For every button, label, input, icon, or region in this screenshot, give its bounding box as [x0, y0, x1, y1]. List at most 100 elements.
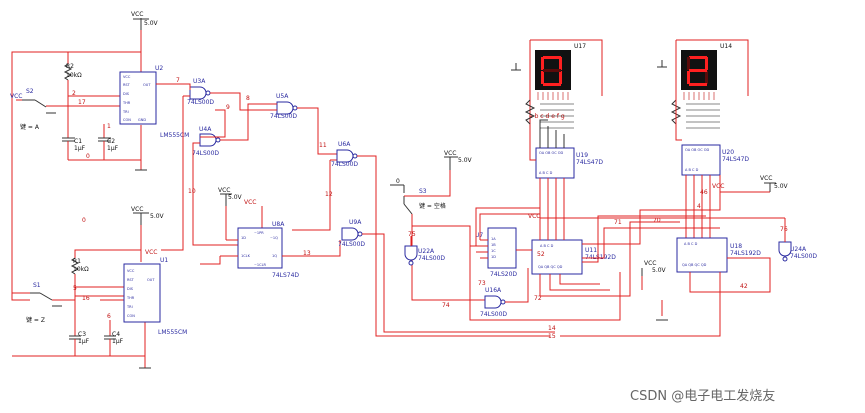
r1-value: 10kΩ [73, 266, 89, 273]
u6a-gate: U6A 74LS00D [331, 141, 550, 337]
net-5: 5 [73, 285, 77, 292]
svg-text:A B C D: A B C D [684, 242, 698, 246]
svg-text:QA QB QC QD: QA QB QC QD [538, 265, 563, 269]
svg-text:1D: 1D [491, 255, 496, 259]
c3-ref: C3 [78, 331, 86, 338]
u19-ref: U19 [576, 152, 588, 159]
s2-key: 键 = A [20, 123, 40, 131]
vcc-label-mid: VCC [131, 206, 143, 213]
net-9: 9 [226, 104, 230, 111]
s3-key: 键 = 空格 [419, 202, 446, 210]
svg-text:1Q: 1Q [272, 254, 277, 258]
u17-seg-a [543, 56, 561, 59]
svg-text:1C: 1C [491, 249, 496, 253]
svg-text:RST: RST [127, 278, 135, 282]
u14-digit: 2 [725, 69, 726, 71]
u7-vcc: VCC [528, 213, 540, 220]
svg-text:1CLK: 1CLK [241, 254, 251, 258]
u14-ref: U14 [720, 43, 732, 50]
u22a-gate: U22A 74LS00D 75 [404, 231, 445, 266]
svg-text:VCC: VCC [127, 269, 135, 273]
net-0-b: 0 [82, 217, 86, 224]
c3-value: 1µF [78, 338, 90, 345]
u24a-gate: U24A 74LS00D 76 [540, 217, 817, 262]
svg-text:THR: THR [122, 101, 131, 105]
u2-chip [119, 71, 157, 125]
u19-pins-label: a b c d e f g [529, 113, 565, 120]
net-73: 73 [478, 280, 486, 287]
u2-part: LM555CM [160, 132, 189, 139]
u6a-part: 74LS00D [331, 161, 358, 168]
u1-block: VCC 5.0V VCC R1 10kΩ C3 1µF C4 1µF U1 LM… [12, 206, 187, 369]
s3-v5: 5.0V [458, 157, 473, 164]
net-0-a: 0 [86, 153, 90, 160]
extra-wires: 52 4 [412, 175, 721, 321]
c2-value: 1µF [107, 145, 119, 152]
r2-ref: R2 [66, 63, 74, 70]
u11-ref: U11 [585, 247, 597, 254]
net-8: 8 [246, 95, 250, 102]
c4-ref: C4 [112, 331, 120, 338]
u18-counter: U18 74LS192D A B C D QA QB QC QD VCC 5.0… [560, 237, 771, 337]
svg-text:OUT: OUT [143, 83, 151, 87]
net-7: 7 [176, 77, 180, 84]
net-11: 11 [319, 142, 327, 149]
svg-text:THR: THR [126, 296, 135, 300]
u20-v5: 5.0V [774, 183, 789, 190]
r2-value: 10kΩ [66, 72, 82, 79]
u22a-ref: U22A [418, 248, 435, 255]
u24a-ref: U24A [790, 246, 807, 253]
c1-ref: C1 [74, 138, 82, 145]
c1-value: 1µF [74, 145, 86, 152]
s1-switch[interactable]: S1 键 = Z [12, 282, 75, 324]
svg-text:1A: 1A [491, 237, 496, 241]
u24a-part: 74LS00D [790, 253, 817, 260]
net-16: 16 [82, 295, 90, 302]
u6a-ref: U6A [338, 141, 351, 148]
net-52: 52 [537, 251, 545, 258]
net-14: 14 [548, 325, 556, 332]
svg-text:1D: 1D [241, 236, 246, 240]
s3-net-0: 0 [396, 178, 400, 185]
u17-seg-b [559, 57, 562, 70]
u8a-part: 74LS74D [272, 272, 299, 279]
net-1: 1 [107, 123, 111, 130]
net-17: 17 [78, 99, 86, 106]
net-2: 2 [72, 90, 76, 97]
svg-text:CON: CON [127, 314, 135, 318]
net-75: 75 [408, 231, 416, 238]
u19-decoder: U19 74LS47D OA OB OC OD A B C D a b c d … [511, 39, 603, 240]
u5a-part: 74LS00D [270, 113, 297, 120]
svg-text:~1CLR: ~1CLR [254, 263, 267, 267]
u7-part: 74LS20D [490, 271, 517, 278]
s3-ref: S3 [419, 188, 427, 195]
u17-seg-f [541, 57, 544, 70]
svg-text:OUT: OUT [147, 278, 155, 282]
v5-label-top1: 5.0V [144, 20, 159, 27]
u18-ref: U18 [730, 243, 742, 250]
net-13: 13 [303, 250, 311, 257]
s2-switch[interactable]: VCC S2 键 = A [10, 88, 68, 131]
net-42: 42 [740, 283, 748, 290]
svg-text:VCC: VCC [123, 75, 131, 79]
u7-chip [487, 227, 517, 269]
svg-text:DIS: DIS [123, 92, 130, 96]
v5-label-mid: 5.0V [150, 213, 165, 220]
net-76: 76 [780, 226, 788, 233]
u2-ref: U2 [155, 65, 163, 72]
u9a-ref: U9A [349, 219, 362, 226]
u4a-ref: U4A [199, 126, 212, 133]
u19-part: 74LS47D [576, 159, 603, 166]
u17-seg-g [543, 69, 561, 72]
u17-display: U17 0 [524, 43, 586, 129]
svg-text:QA QB QC QD: QA QB QC QD [682, 263, 707, 267]
u1-part: LM555CM [158, 329, 187, 336]
u8a-flipflop: VCC 5.0V VCC U8A 74LS74D 1D 1CLK ~1Q 1Q … [200, 187, 341, 279]
svg-text:1B: 1B [491, 243, 496, 247]
s1-key: 键 = Z [26, 316, 45, 324]
u14-seg-c [705, 71, 708, 84]
u14-seg-f [687, 57, 690, 70]
u5a-ref: U5A [276, 93, 289, 100]
s3-switch[interactable]: 0 S3 键 = 空格 VCC 5.0V [390, 150, 485, 301]
